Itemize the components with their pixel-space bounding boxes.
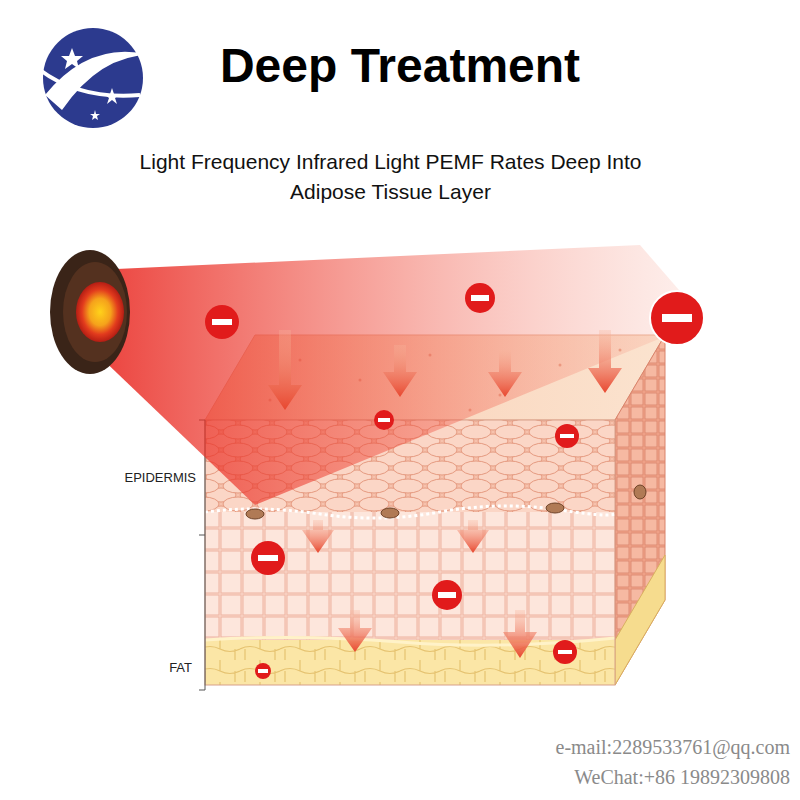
melanocyte: [246, 485, 646, 519]
down-arrow: [268, 330, 622, 658]
light-beam: [95, 245, 705, 505]
negative-ion: [205, 283, 704, 679]
brand-logo: [40, 28, 150, 128]
contact-text: WeChat:+86 19892309808: [430, 764, 790, 790]
subtitle-text: Light Frequency Infrared Light PEMF Rate…: [138, 147, 643, 207]
contact-text: e-mail:2289533761@qq.com: [430, 734, 790, 760]
title-text: Deep Treatment: [160, 38, 640, 94]
layer-bracket: [199, 420, 205, 690]
light-lamp: [50, 250, 130, 374]
layer-label: FAT: [120, 660, 192, 676]
layer-label: EPIDERMIS: [90, 470, 196, 486]
